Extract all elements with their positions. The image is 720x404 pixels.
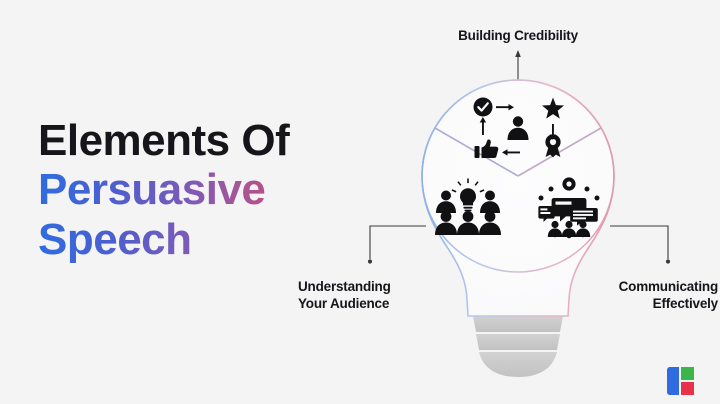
connector-left — [369, 225, 426, 259]
connector-lines — [367, 50, 671, 264]
brand-logo-icon — [667, 367, 694, 395]
screen-icon — [570, 208, 598, 226]
callout-label-communicating-effectively: Communicating Effectively — [618, 279, 719, 312]
segment-divider-upper-right — [517, 127, 602, 177]
person-icon — [507, 116, 529, 140]
arrow-up-icon — [479, 117, 487, 135]
audience-lightbulb-icon — [435, 178, 501, 235]
title-block: Elements Of Persuasive Speech — [38, 116, 368, 264]
chat-bubble-small-left-icon — [538, 206, 555, 222]
page-title-line-1: Elements Of — [38, 116, 290, 165]
communication-network-icon — [538, 177, 600, 239]
arrow-left-icon — [502, 149, 520, 156]
callout-label-building-credibility: Building Credibility — [458, 28, 578, 43]
award-medal-icon — [545, 134, 561, 158]
network-hub-icon — [562, 177, 576, 191]
bulb-base-icon — [473, 316, 563, 377]
page-title-line-2: Persuasive — [38, 165, 368, 214]
credibility-cycle-icon — [473, 97, 564, 158]
check-circle-icon — [473, 97, 493, 117]
lightbulb-idea-icon — [451, 178, 485, 212]
people-icon — [547, 220, 591, 237]
thumbs-up-icon — [474, 139, 499, 158]
arrow-head-top — [515, 50, 521, 57]
connector-right — [610, 225, 669, 259]
arrow-head-right — [665, 259, 671, 264]
arrow-right-icon — [496, 104, 514, 111]
lightbulb-diagram-svg — [367, 50, 671, 377]
people-group-icon — [435, 190, 501, 235]
callout-label-understanding-your-audience: Understanding Your Audience — [298, 279, 391, 312]
page-title-line-3: Speech — [38, 215, 368, 264]
star-icon — [542, 97, 564, 119]
arrow-head-left — [367, 259, 373, 264]
lightbulb-diagram: Building Credibility Understanding Your … — [270, 0, 720, 404]
brand-logo[interactable] — [664, 366, 697, 396]
arrow-down-icon — [549, 124, 557, 140]
bulb-segments — [421, 79, 615, 316]
